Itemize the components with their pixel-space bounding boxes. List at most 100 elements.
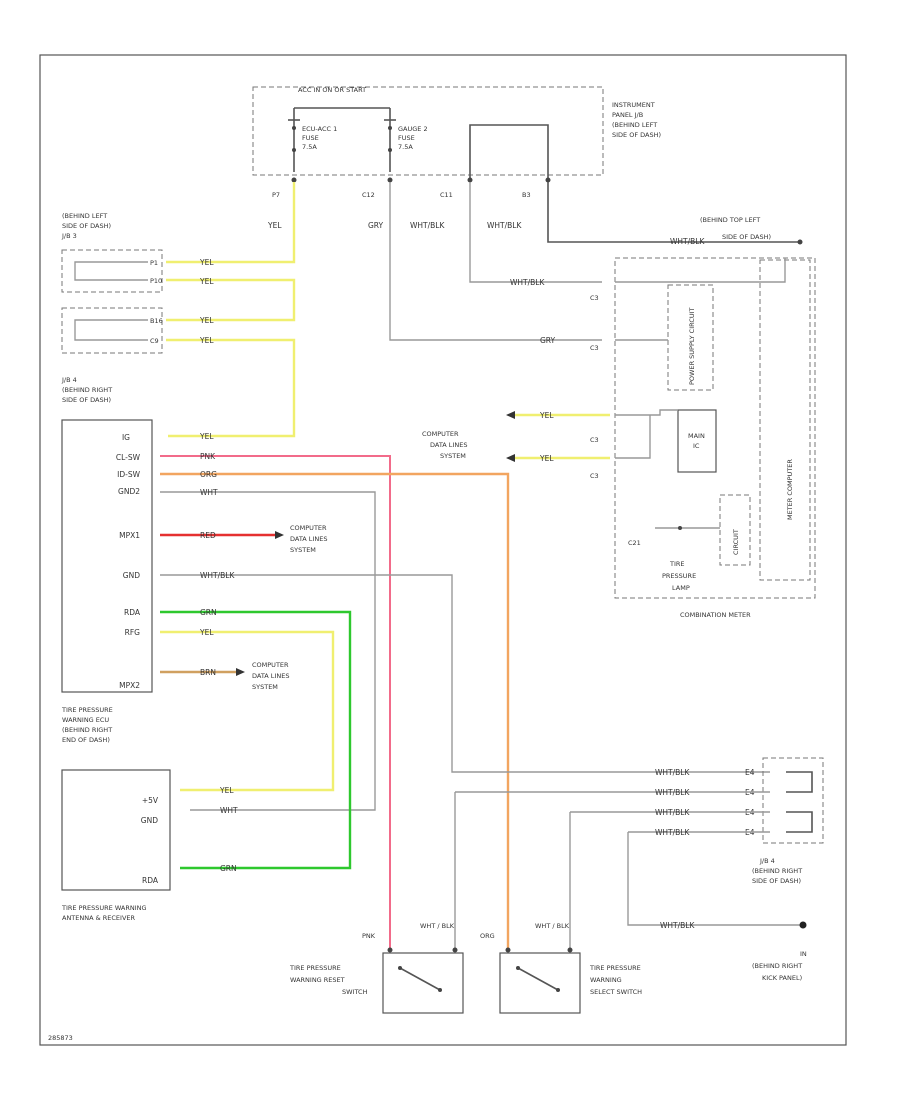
- computer-data-lines-1: COMPUTER DATA LINES SYSTEM: [290, 524, 330, 554]
- wire-label-whtblk-gnd-r: WHT/BLK: [660, 921, 695, 930]
- wire-label-whtblk-r4: WHT/BLK: [655, 828, 690, 837]
- svg-text:RDA: RDA: [142, 876, 159, 885]
- wire-label-yel-1: YEL: [199, 258, 214, 267]
- main-ic-label: MAIN IC: [688, 432, 707, 450]
- wire-label-whtblk-b3: WHT/BLK: [670, 237, 705, 246]
- pin-c3-cdl-2: C3: [590, 472, 599, 480]
- wire-label-whtblk-1: WHT/BLK: [410, 221, 445, 230]
- svg-text:E4: E4: [745, 768, 755, 777]
- main-ic-box: [677, 409, 717, 473]
- pin-p1: P1: [150, 259, 158, 267]
- wire-label-whtblk-gnd: WHT/BLK: [200, 571, 235, 580]
- svg-text:GND2: GND2: [118, 487, 140, 496]
- wire-label-wht: WHT: [200, 488, 218, 497]
- ground-label: IN (BEHIND RIGHT KICK PANEL): [752, 950, 809, 982]
- select-switch-pin-whtblk: WHT / BLK: [535, 922, 570, 930]
- pin-b3: B3: [522, 191, 531, 199]
- antenna-receiver-box: [61, 769, 171, 891]
- jb3-box-2: [61, 307, 163, 354]
- fuse2-label: GAUGE 2 FUSE 7.5A: [398, 125, 430, 151]
- combination-meter-box: [614, 257, 816, 599]
- jb4-right-box: [762, 757, 824, 844]
- wire-label-org: ORG: [200, 470, 217, 479]
- svg-text:GND: GND: [123, 571, 140, 580]
- wire-label-yel-5: YEL: [199, 432, 214, 441]
- jb4-right-label: J/B 4 (BEHIND RIGHT SIDE OF DASH): [752, 857, 804, 885]
- select-switch-box: [499, 952, 581, 1014]
- svg-text:RFG: RFG: [125, 628, 141, 637]
- pin-c9: C9: [150, 337, 159, 345]
- pin-c3-cdl-1: C3: [590, 436, 599, 444]
- meter-computer-label: METER COMPUTER: [786, 459, 794, 520]
- lamp-circuit-box: [719, 494, 751, 566]
- computer-data-lines-2: COMPUTER DATA LINES SYSTEM: [252, 661, 292, 691]
- wire-label-whtblk-r2: WHT/BLK: [655, 788, 690, 797]
- wire-label-yel-rfg: YEL: [199, 628, 214, 637]
- ip-jb-label: INSTRUMENT PANEL J/B (BEHIND LEFT SIDE O…: [612, 101, 661, 139]
- select-switch-pin-org: ORG: [480, 932, 495, 940]
- select-switch-label: TIRE PRESSURE WARNING SELECT SWITCH: [589, 964, 643, 996]
- pin-p7: P7: [272, 191, 280, 199]
- antenna-name-label: TIRE PRESSURE WARNING ANTENNA & RECEIVER: [61, 904, 149, 922]
- pin-b16: B16: [150, 317, 163, 325]
- pin-c11: C11: [440, 191, 453, 199]
- figure-code: 285873: [48, 1034, 73, 1042]
- wire-label-gry: GRY: [540, 336, 556, 345]
- jb3-box: [61, 249, 163, 293]
- wire-label-whtblk-c11: WHT/BLK: [510, 278, 545, 287]
- ecu-pin-labels: IG CL-SW ID-SW GND2 MPX1 GND RDA RFG MPX…: [116, 433, 141, 690]
- svg-text:CL-SW: CL-SW: [116, 453, 141, 462]
- pin-c3-c11: C3: [590, 294, 599, 302]
- svg-text:MPX1: MPX1: [119, 531, 140, 540]
- svg-text:+5V: +5V: [142, 796, 159, 805]
- wire-label-pnk: PNK: [200, 452, 216, 461]
- instrument-panel-jb-box: [252, 86, 604, 176]
- behind-top-left-label: (BEHIND TOP LEFT SIDE OF DASH): [700, 216, 771, 241]
- reset-switch-label: TIRE PRESSURE WARNING RESET SWITCH: [289, 964, 368, 996]
- pin-c3-gry: C3: [590, 344, 599, 352]
- ecu-name-label: TIRE PRESSURE WARNING ECU (BEHIND RIGHT …: [61, 706, 115, 744]
- svg-text:ID-SW: ID-SW: [117, 470, 140, 479]
- jb4-right-pins: E4 E4 E4 E4: [745, 768, 755, 837]
- wire-label-yel-4: YEL: [199, 336, 214, 345]
- wire-label-yel-3: YEL: [199, 316, 214, 325]
- power-supply-box: [667, 284, 714, 391]
- svg-text:RDA: RDA: [124, 608, 141, 617]
- lamp-pin: C21: [628, 539, 641, 547]
- lamp-circuit-label: CIRCUIT: [732, 529, 740, 555]
- reset-switch-pin-whtblk: WHT / BLK: [420, 922, 455, 930]
- wire-label-whtblk-r3: WHT/BLK: [655, 808, 690, 817]
- svg-text:GND: GND: [141, 816, 158, 825]
- wire-label-yel-cdl-1: YEL: [539, 411, 554, 420]
- pin-p10: P10: [150, 277, 162, 285]
- wire-label-grn-ant: GRN: [220, 864, 237, 873]
- wire-label-yel-ant: YEL: [219, 786, 234, 795]
- jb3-label: (BEHIND LEFT SIDE OF DASH) J/B 3: [61, 212, 113, 240]
- svg-text:IG: IG: [122, 433, 130, 442]
- computer-data-lines-3: COMPUTER DATA LINES SYSTEM: [422, 430, 470, 460]
- tire-pressure-lamp-label: TIRE PRESSURE LAMP: [662, 560, 698, 592]
- wire-label-whtblk-r1: WHT/BLK: [655, 768, 690, 777]
- fuse1-label: ECU-ACC 1 FUSE 7.5A: [302, 125, 339, 151]
- wire-label-whtblk-2: WHT/BLK: [487, 221, 522, 230]
- diagram-border: [39, 54, 847, 1046]
- wire-label-yel-top: YEL: [267, 221, 282, 230]
- reset-switch-box: [382, 952, 464, 1014]
- wire-label-wht-ant: WHT: [220, 806, 238, 815]
- wire-label-yel-2: YEL: [199, 277, 214, 286]
- antenna-pin-labels: +5V GND RDA: [141, 796, 159, 885]
- power-supply-label: POWER SUPPLY CIRCUIT: [688, 307, 696, 385]
- jb4-left-label: J/B 4 (BEHIND RIGHT SIDE OF DASH): [61, 376, 114, 404]
- wire-label-red: RED: [200, 531, 216, 540]
- tire-pressure-ecu-box: [61, 419, 153, 693]
- acc-start-label: ACC IN ON OR START: [298, 86, 366, 94]
- reset-switch-pin-pnk: PNK: [362, 932, 376, 940]
- wire-label-yel-cdl-2: YEL: [539, 454, 554, 463]
- wire-label-grn: GRN: [200, 608, 217, 617]
- svg-text:MPX2: MPX2: [119, 681, 140, 690]
- wire-label-gry-top: GRY: [368, 221, 384, 230]
- combination-meter-label: COMBINATION METER: [680, 611, 751, 619]
- pin-c12: C12: [362, 191, 375, 199]
- meter-computer-box: [759, 259, 811, 581]
